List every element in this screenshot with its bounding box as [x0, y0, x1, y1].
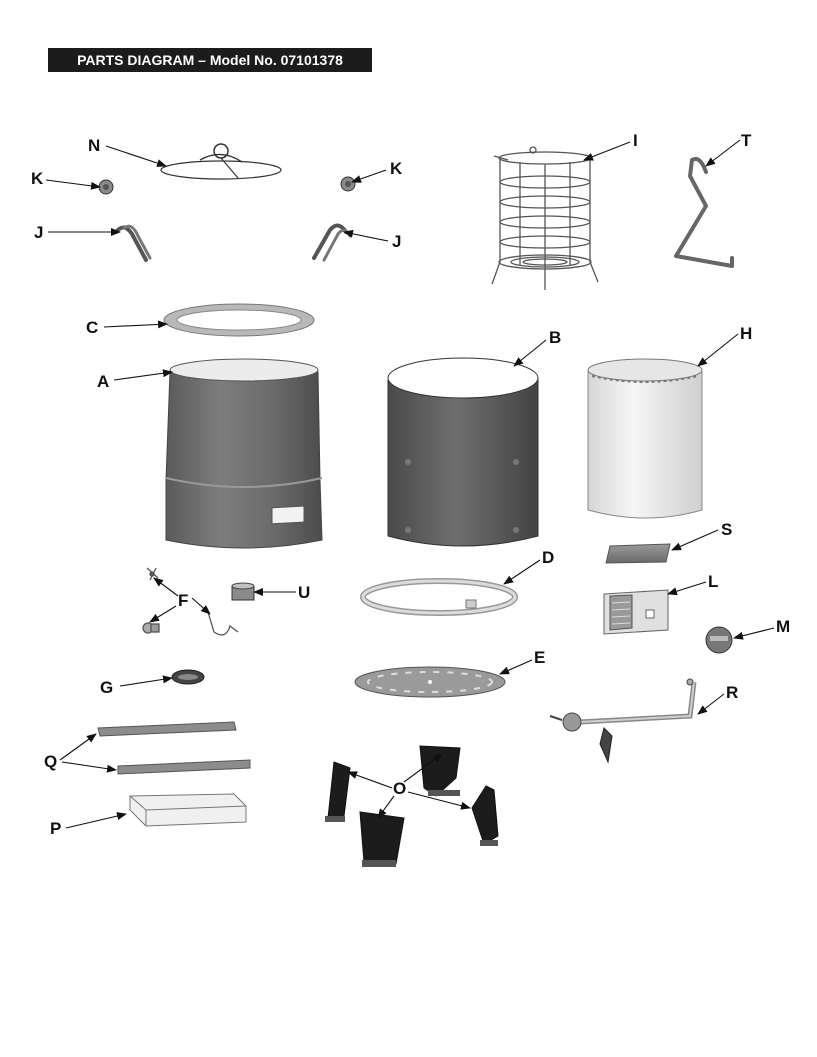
label-j-right: J	[392, 232, 401, 251]
label-l: L	[708, 572, 718, 591]
label-q: Q	[44, 752, 57, 771]
diagram-title: PARTS DIAGRAM – Model No. 07101378	[48, 48, 372, 72]
part-l-heat-shield	[603, 589, 669, 635]
part-h-pot	[587, 358, 703, 519]
label-b: B	[549, 328, 561, 347]
part-k-nut-left	[98, 179, 114, 195]
part-b-inner-shell	[387, 357, 539, 547]
label-c: C	[86, 318, 98, 337]
part-c-ring	[163, 303, 315, 337]
label-e: E	[534, 648, 545, 667]
leader-lines	[45, 139, 775, 829]
label-i: I	[633, 131, 638, 150]
part-s-bracket	[605, 543, 671, 564]
part-g-gasket	[171, 669, 205, 685]
part-i-basket	[491, 146, 599, 290]
label-u: U	[298, 583, 310, 602]
label-m: M	[776, 617, 790, 636]
label-t: T	[741, 131, 752, 150]
part-r-valve	[549, 678, 697, 764]
part-u-cap	[231, 582, 255, 601]
part-t-hook	[674, 156, 734, 268]
label-r: R	[726, 683, 738, 702]
part-labels: N K K J J I T C A B H S D L M U F E G R …	[31, 131, 790, 838]
label-n: N	[88, 136, 100, 155]
label-g: G	[100, 678, 113, 697]
part-m-knob	[705, 626, 733, 654]
part-p-tray	[129, 793, 247, 827]
label-k-right: K	[390, 159, 403, 178]
part-k-nut-right	[340, 176, 356, 192]
label-f: F	[178, 591, 188, 610]
part-j-handle-right	[312, 223, 352, 262]
part-q-rails	[97, 721, 251, 775]
part-o-legs	[325, 745, 499, 867]
part-d-burner-ring	[360, 578, 518, 616]
label-h: H	[740, 324, 752, 343]
label-o: O	[393, 779, 406, 798]
part-j-handle-left	[114, 224, 152, 262]
part-n-lid	[160, 143, 282, 180]
label-p: P	[50, 819, 61, 838]
part-f-igniter	[142, 567, 239, 636]
label-d: D	[542, 548, 554, 567]
part-e-plate	[354, 666, 506, 698]
label-a: A	[97, 372, 109, 391]
part-a-outer-shell	[165, 358, 323, 549]
label-s: S	[721, 520, 732, 539]
label-k-left: K	[31, 169, 44, 188]
label-j-left: J	[34, 223, 43, 242]
